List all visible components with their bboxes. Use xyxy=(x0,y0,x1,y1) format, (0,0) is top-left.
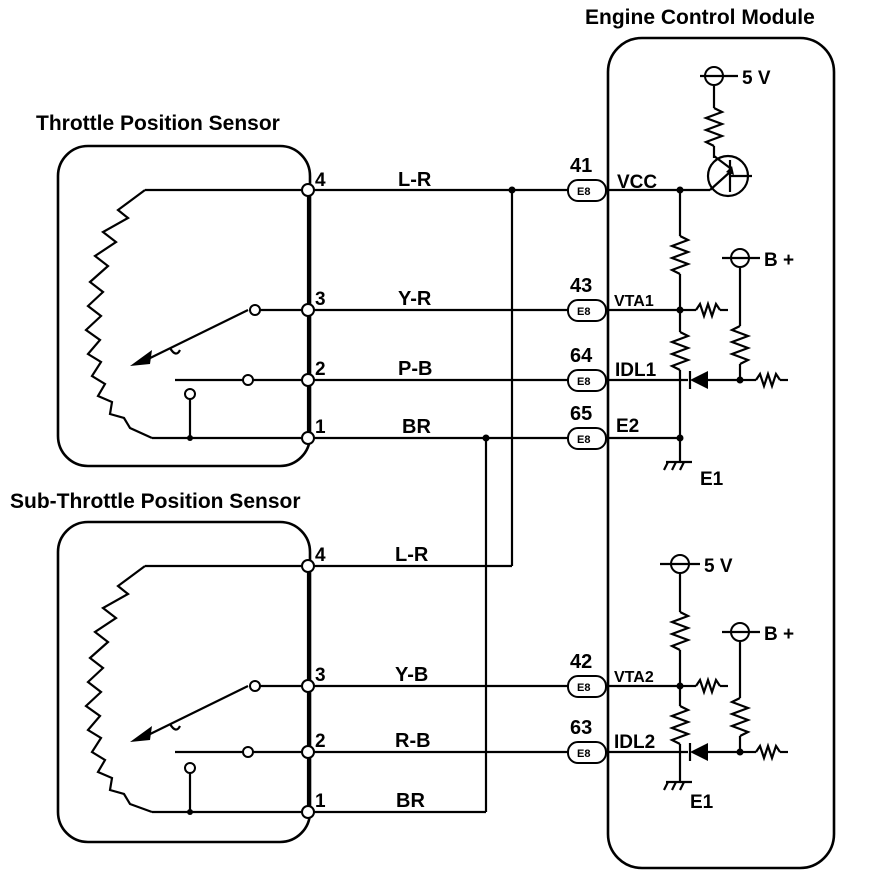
signal-vcc: VCC xyxy=(617,172,657,193)
sub-tps-wire-color-2: R-B xyxy=(395,730,431,752)
sub-tps-terminal-1 xyxy=(301,805,315,819)
sub-tps-title: Sub-Throttle Position Sensor xyxy=(10,490,301,513)
sub-tps-resistor-track xyxy=(84,565,153,814)
tps-wiring xyxy=(314,186,568,812)
tps-wire-color-2: P-B xyxy=(398,358,432,380)
connector-label: E8 xyxy=(577,682,590,694)
connector-label: E8 xyxy=(577,186,590,198)
signal-vta2: VTA2 xyxy=(614,669,654,686)
ecm-title: Engine Control Module xyxy=(585,6,815,29)
pin-number-65: 65 xyxy=(570,403,592,425)
pin-number-41: 41 xyxy=(570,155,592,177)
tps-terminal-1-label: 1 xyxy=(315,417,326,438)
sub-tps-wire-color-3: Y-B xyxy=(395,664,428,686)
sub-tps-terminal-4-label: 4 xyxy=(315,545,326,566)
signal-idl2: IDL2 xyxy=(614,732,655,753)
tps-title: Throttle Position Sensor xyxy=(36,112,280,135)
signal-vta1: VTA1 xyxy=(614,293,654,310)
ecm-internal-bottom: 5 V E1 B + xyxy=(606,554,794,813)
tps-wire-color-4: L-R xyxy=(398,169,432,191)
tps-wire-color-3: Y-R xyxy=(398,288,432,310)
connector-label: E8 xyxy=(577,434,590,446)
signal-e2: E2 xyxy=(616,416,639,437)
signal-idl1: IDL1 xyxy=(615,360,657,381)
ecm-internal-top: 5 V E1 xyxy=(606,66,794,490)
pin-number-42: 42 xyxy=(570,651,592,673)
sub-tps-wire-color-1: BR xyxy=(396,790,425,812)
ecm-box xyxy=(606,36,836,870)
tps-terminal-2-label: 2 xyxy=(315,359,326,380)
tps-sensor xyxy=(56,144,315,468)
sub-tps-terminal-1-label: 1 xyxy=(315,791,326,812)
tps-wire-color-1: BR xyxy=(402,416,431,438)
supply-5v-bottom: 5 V xyxy=(704,556,733,577)
diode-icon xyxy=(690,371,708,389)
sub-tps-terminal-3 xyxy=(301,679,315,693)
ground-e1-top: E1 xyxy=(700,469,724,490)
sub-tps-terminal-2-label: 2 xyxy=(315,731,326,752)
supply-5v-top: 5 V xyxy=(742,68,771,89)
tps-resistor-track xyxy=(84,189,153,440)
ground-e1-bottom: E1 xyxy=(690,792,714,813)
sub-tps-terminal-3-label: 3 xyxy=(315,665,326,686)
tps-terminal-2 xyxy=(301,373,315,387)
sub-tps-wire-color-4: L-R xyxy=(395,544,429,566)
ecm-connectors: E8 E8 E8 E8 E8 E8 xyxy=(567,179,607,764)
connector-label: E8 xyxy=(577,376,590,388)
connector-label: E8 xyxy=(577,748,590,760)
pin-number-64: 64 xyxy=(570,345,593,367)
pin-number-63: 63 xyxy=(570,717,592,739)
tps-box xyxy=(56,144,312,468)
supply-bplus-top: B + xyxy=(764,250,794,271)
diode-icon xyxy=(690,743,708,761)
pin-number-43: 43 xyxy=(570,275,592,297)
tps-terminal-4 xyxy=(301,183,315,197)
tps-terminal-3-label: 3 xyxy=(315,289,326,310)
tps-terminal-3 xyxy=(301,303,315,317)
sub-tps-wiring xyxy=(314,564,568,814)
sub-tps-terminal-4 xyxy=(301,559,315,573)
tps-terminal-4-label: 4 xyxy=(315,170,326,191)
connector-label: E8 xyxy=(577,306,590,318)
tps-terminal-1 xyxy=(301,431,315,445)
sub-tps-terminal-2 xyxy=(301,745,315,759)
sub-tps-box xyxy=(56,520,312,844)
sub-tps-sensor xyxy=(56,520,315,844)
supply-bplus-bottom: B + xyxy=(764,624,794,645)
